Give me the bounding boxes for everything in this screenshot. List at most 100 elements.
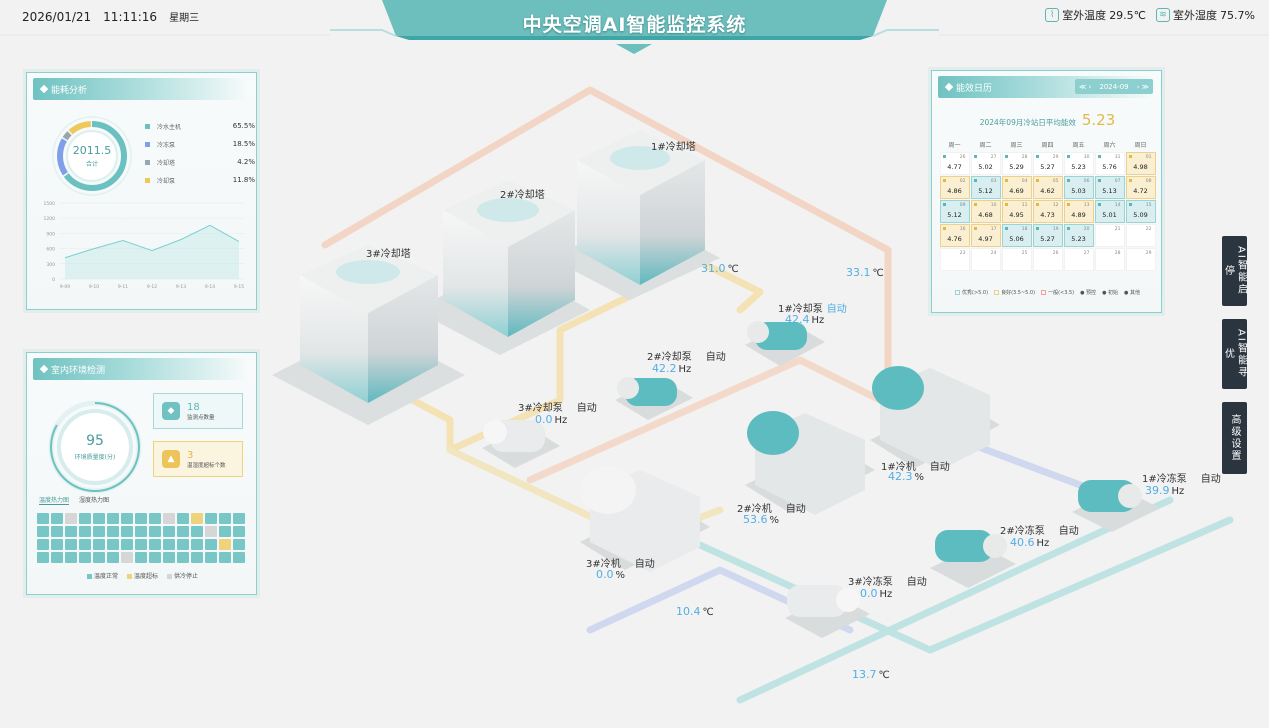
weekday-label: 周一	[948, 142, 961, 149]
chiller-2[interactable]	[745, 411, 875, 515]
cooling-pump-1[interactable]	[745, 321, 825, 366]
chiller-1[interactable]	[870, 366, 1000, 470]
calendar-legend-item: 良好(3.5~5.0)	[994, 289, 1035, 296]
outdoor-humidity-label: 室外湿度	[1173, 9, 1218, 22]
chiller-1-value: 42.3	[888, 470, 913, 483]
calendar-day[interactable]: 24	[970, 247, 1001, 271]
calendar-day[interactable]: 21	[1094, 223, 1125, 247]
freeze-pump-2-name: 2#冷冻泵	[1000, 526, 1045, 537]
ai-start-stop-button[interactable]: AI智能启停	[1222, 236, 1247, 306]
calendar-day-value: 4.62	[1040, 186, 1055, 195]
heatmap-cell	[205, 513, 217, 524]
cooling-pump-2[interactable]	[615, 377, 693, 420]
chiller-3[interactable]	[580, 466, 710, 572]
header-weekday: 星期三	[169, 13, 200, 24]
chiller-3-value: 0.0	[596, 568, 614, 581]
calendar-day-number: 28	[1114, 250, 1121, 256]
heatmap-cell	[79, 513, 91, 524]
cooling-tower-3[interactable]	[272, 245, 465, 425]
calendar-day[interactable]: 27	[1063, 247, 1094, 271]
thermometer-icon: ⌇	[1045, 8, 1060, 22]
energy-legend-name: 冷冻泵	[157, 141, 176, 149]
weekday-label: 周日	[1134, 142, 1147, 149]
monitor-count-value: 18	[187, 401, 200, 413]
calendar-legend: 优秀(>5.0)良好(3.5~5.0)一般(<3.5)● 预控● 初始● 其他	[932, 289, 1163, 296]
header-time: 11:11:16	[103, 9, 158, 24]
calendar-day-number: 24	[990, 250, 997, 256]
heatmap-cell	[149, 526, 161, 537]
overlimit-count-card: ▲ 3 温湿度超标个数	[153, 441, 243, 477]
heatmap-cell	[121, 552, 133, 563]
ai-optimize-button[interactable]: AI智能寻优	[1222, 319, 1247, 389]
calendar-day-number: 13	[1083, 202, 1090, 208]
tab-temp-heatmap[interactable]: 温度热力图	[39, 497, 70, 505]
freeze-pump-3[interactable]	[785, 585, 870, 638]
calendar-legend-item: ● 预控	[1080, 289, 1096, 296]
heatmap-cell	[163, 552, 175, 563]
chiller-3-label: 3#冷机自动	[586, 555, 655, 570]
advanced-settings-button[interactable]: 高级设置	[1222, 402, 1247, 474]
cooling-tower-1[interactable]	[550, 130, 720, 300]
humidity-icon: ≋	[1156, 8, 1171, 22]
temp-reading-1-value: 31.0	[701, 262, 726, 275]
outdoor-temp-value: 29.5℃	[1109, 8, 1147, 22]
x-tick-label: 9-13	[176, 284, 186, 290]
weather-readout: ⌇ 室外温度 29.5℃ ≋ 室外湿度 75.7%	[1045, 7, 1255, 23]
status-marker	[1128, 202, 1132, 206]
calendar-day[interactable]: 26	[1032, 247, 1063, 271]
temp-unit: ℃	[727, 264, 739, 275]
tab-humidity-heatmap[interactable]: 湿度热力图	[79, 497, 110, 504]
calendar-day-value: 5.23	[1071, 162, 1086, 171]
cooling-tower-2[interactable]	[415, 180, 590, 355]
env-score-value: 95	[86, 433, 104, 449]
calendar-day-number: 10	[990, 202, 997, 208]
freeze-pump-1[interactable]	[1072, 480, 1160, 532]
calendar-day[interactable]: 28	[1094, 247, 1125, 271]
calendar-day[interactable]: 23	[939, 247, 970, 271]
calendar-day-number: 03	[990, 178, 997, 184]
status-marker	[1097, 154, 1101, 158]
heatmap-cell	[121, 513, 133, 524]
calendar-day[interactable]: 29	[1125, 247, 1156, 271]
next-month-button[interactable]: › ≫	[1136, 82, 1149, 91]
calendar-day[interactable]: 22	[1125, 223, 1156, 247]
calendar-day[interactable]: 25	[1001, 247, 1032, 271]
freeze-pump-2[interactable]	[930, 530, 1016, 588]
prev-month-button[interactable]: ≪ ‹	[1079, 82, 1092, 91]
legend-swatch	[955, 290, 961, 295]
status-marker	[1004, 202, 1008, 206]
chiller-2-mode: 自动	[785, 504, 806, 515]
cooling-pump-3[interactable]	[482, 420, 560, 468]
calendar-day-value: 4.95	[1009, 210, 1024, 219]
calendar-day-number: 11	[1021, 202, 1028, 208]
heatmap-legend-label: 供冷停止	[174, 573, 199, 580]
